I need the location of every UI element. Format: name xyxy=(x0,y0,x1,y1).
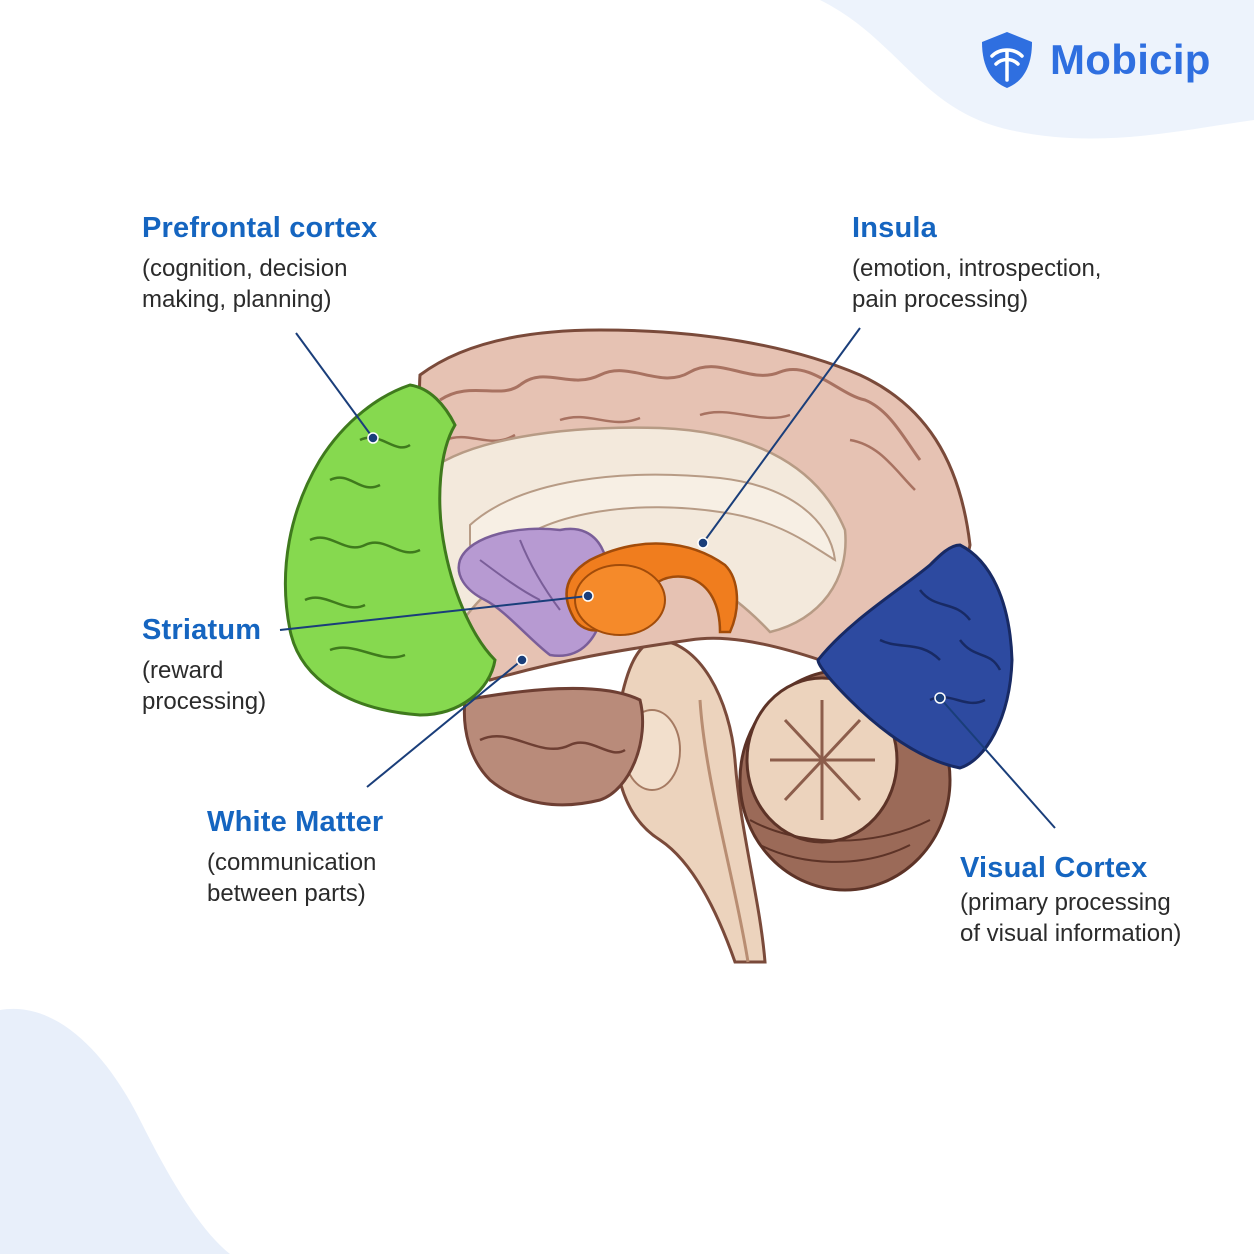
insula-description: (emotion, introspection, pain processing… xyxy=(852,253,1101,315)
prefrontal-desc-line: (cognition, decision xyxy=(142,255,348,282)
prefrontal-cortex-region xyxy=(283,383,497,717)
background-blob-bottom xyxy=(0,1008,230,1254)
white-matter-leader-line xyxy=(366,659,523,788)
white-matter-desc-line: (communication xyxy=(207,849,377,876)
striatum-dot xyxy=(582,590,594,602)
prefrontal-title: Prefrontal cortex xyxy=(142,212,378,244)
visual-desc-line: (primary processing xyxy=(960,889,1171,916)
insula-dot xyxy=(697,537,709,549)
striatum-title: Striatum xyxy=(142,614,262,646)
insula-desc-line: (emotion, introspection, xyxy=(852,255,1102,282)
background-blob-top xyxy=(820,0,1254,139)
prefrontal-label: Prefrontal cortex (cognition, decision m… xyxy=(142,212,377,315)
visual-cortex-region xyxy=(816,543,1014,770)
brand-logo: Mobicip xyxy=(978,28,1211,92)
prefrontal-desc-line: making, planning) xyxy=(142,286,332,313)
insula-desc-line: pain processing) xyxy=(852,286,1029,313)
insula-label: Insula (emotion, introspection, pain pro… xyxy=(852,212,1101,315)
insula-leader-line xyxy=(702,327,861,544)
visual-desc-line: of visual information) xyxy=(960,920,1182,947)
visual-title: Visual Cortex xyxy=(960,852,1148,884)
white-matter-dot xyxy=(516,654,528,666)
leader-dots xyxy=(367,432,946,704)
striatum-desc-line: (reward xyxy=(142,657,224,684)
brand-name: Mobicip xyxy=(1050,36,1211,83)
visual-description: (primary processing of visual informatio… xyxy=(960,887,1181,949)
insula-title: Insula xyxy=(852,212,937,244)
visual-label: Visual Cortex (primary processing of vis… xyxy=(960,852,1181,949)
prefrontal-description: (cognition, decision making, planning) xyxy=(142,253,377,315)
striatum-label: Striatum (reward processing) xyxy=(142,614,266,717)
striatum-leader-line xyxy=(279,595,589,631)
striatum-structure xyxy=(565,542,739,636)
white-matter-label: White Matter (communication between part… xyxy=(207,806,383,909)
white-matter-description: (communication between parts) xyxy=(207,847,383,909)
temporal-region xyxy=(462,686,645,807)
prefrontal-dot xyxy=(367,432,379,444)
white-matter-title: White Matter xyxy=(207,806,384,838)
prefrontal-leader-line xyxy=(295,332,374,439)
visual-leader-line xyxy=(939,697,1056,829)
leader-lines xyxy=(279,327,1056,829)
shield-logo-icon xyxy=(982,32,1032,88)
striatum-description: (reward processing) xyxy=(142,655,266,717)
white-matter-desc-line: between parts) xyxy=(207,880,366,907)
striatum-desc-line: processing) xyxy=(142,688,267,715)
visual-dot xyxy=(934,692,946,704)
